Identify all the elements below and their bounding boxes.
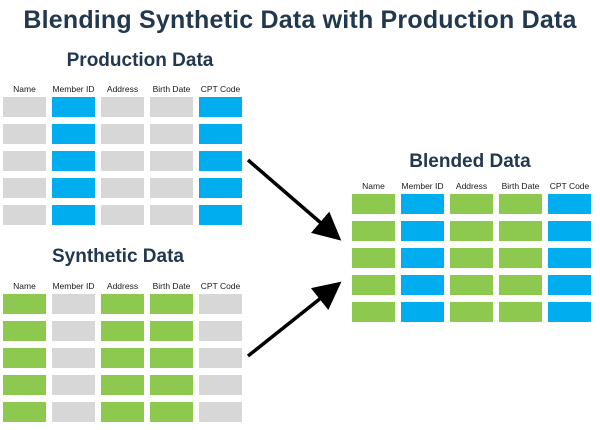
blended-cell-green <box>499 275 542 295</box>
synthetic-cell-green <box>101 294 144 314</box>
production-cell-blue <box>199 97 242 117</box>
blended-column-header: Member ID <box>401 181 444 191</box>
synthetic-cell-gray <box>199 348 242 368</box>
synthetic-cell-gray <box>52 375 95 395</box>
synthetic-cell-green <box>3 294 46 314</box>
blended-cell-green <box>352 275 395 295</box>
synthetic-cell-gray <box>52 402 95 422</box>
production-column-header: Member ID <box>52 84 95 94</box>
blended-cell-green <box>499 194 542 214</box>
synthetic-cell-gray <box>199 321 242 341</box>
synthetic-cell-gray <box>199 402 242 422</box>
production-cell-gray <box>150 97 193 117</box>
production-cell-blue <box>52 124 95 144</box>
synthetic-cell-green <box>3 402 46 422</box>
synthetic-column-header: Member ID <box>52 281 95 291</box>
production-column-header: Name <box>13 84 36 94</box>
blended-column-header: Birth Date <box>501 181 540 191</box>
production-cell-gray <box>150 124 193 144</box>
production-cell-blue <box>52 178 95 198</box>
production-cell-gray <box>3 178 46 198</box>
blended-cell-blue <box>401 221 444 241</box>
production-column-header: Address <box>106 84 139 94</box>
arrow-synthetic-to-blended <box>246 281 342 358</box>
production-cell-blue <box>199 178 242 198</box>
blended-cell-blue <box>401 194 444 214</box>
blended-column-header: Name <box>362 181 385 191</box>
blended-cell-green <box>352 194 395 214</box>
synthetic-cell-gray <box>52 294 95 314</box>
production-cell-blue <box>199 124 242 144</box>
production-cell-gray <box>3 124 46 144</box>
synthetic-cell-gray <box>199 375 242 395</box>
synthetic-cell-green <box>150 321 193 341</box>
production-cell-gray <box>3 205 46 225</box>
blended-cell-green <box>450 194 493 214</box>
synthetic-cell-green <box>150 294 193 314</box>
synthetic-cell-green <box>3 321 46 341</box>
blended-cell-green <box>450 302 493 322</box>
synthetic-data-title: Synthetic Data <box>52 246 184 267</box>
synthetic-cell-green <box>101 402 144 422</box>
blended-cell-blue <box>548 248 591 268</box>
synthetic-column-header: Name <box>13 281 36 291</box>
production-cell-gray <box>150 178 193 198</box>
synthetic-column-header: CPT Code <box>200 281 241 291</box>
production-cell-gray <box>150 151 193 171</box>
blended-cell-green <box>499 221 542 241</box>
synthetic-cell-gray <box>52 321 95 341</box>
blended-cell-green <box>450 275 493 295</box>
diagram-title: Blending Synthetic Data with Production … <box>23 6 577 34</box>
synthetic-column-header: Address <box>106 281 139 291</box>
production-cell-blue <box>199 205 242 225</box>
synthetic-cell-green <box>150 375 193 395</box>
synthetic-cell-green <box>3 348 46 368</box>
synthetic-cell-gray <box>52 348 95 368</box>
blended-column-header: Address <box>455 181 488 191</box>
blended-data-title: Blended Data <box>409 151 531 172</box>
blended-cell-green <box>352 221 395 241</box>
synthetic-cell-green <box>150 402 193 422</box>
blended-cell-green <box>450 248 493 268</box>
production-cell-gray <box>3 97 46 117</box>
production-cell-blue <box>52 97 95 117</box>
blended-cell-blue <box>548 221 591 241</box>
blended-cell-blue <box>548 302 591 322</box>
synthetic-cell-green <box>150 348 193 368</box>
blended-cell-blue <box>401 302 444 322</box>
production-cell-gray <box>101 97 144 117</box>
production-cell-blue <box>52 205 95 225</box>
synthetic-cell-green <box>101 375 144 395</box>
blended-cell-green <box>352 248 395 268</box>
production-cell-gray <box>101 151 144 171</box>
synthetic-column-header: Birth Date <box>152 281 191 291</box>
blended-cell-green <box>450 221 493 241</box>
synthetic-cell-green <box>101 321 144 341</box>
production-cell-gray <box>150 205 193 225</box>
production-cell-blue <box>52 151 95 171</box>
production-cell-blue <box>199 151 242 171</box>
blended-cell-blue <box>401 248 444 268</box>
production-column-header: CPT Code <box>200 84 241 94</box>
blended-cell-green <box>352 302 395 322</box>
blended-column-header: CPT Code <box>549 181 590 191</box>
production-cell-gray <box>3 151 46 171</box>
production-column-header: Birth Date <box>152 84 191 94</box>
blended-cell-blue <box>401 275 444 295</box>
blended-cell-green <box>499 248 542 268</box>
production-cell-gray <box>101 205 144 225</box>
synthetic-cell-gray <box>199 294 242 314</box>
production-cell-gray <box>101 178 144 198</box>
production-data-title: Production Data <box>66 50 214 71</box>
synthetic-cell-green <box>3 375 46 395</box>
blended-cell-blue <box>548 275 591 295</box>
blended-cell-green <box>499 302 542 322</box>
blended-cell-blue <box>548 194 591 214</box>
production-cell-gray <box>101 124 144 144</box>
synthetic-cell-green <box>101 348 144 368</box>
arrow-production-to-blended <box>246 158 342 241</box>
